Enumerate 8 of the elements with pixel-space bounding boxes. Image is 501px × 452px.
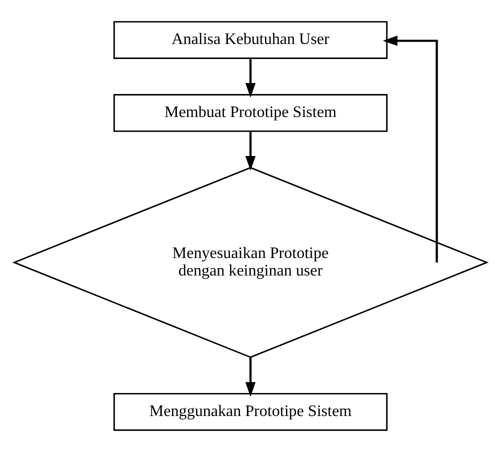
arrow (382, 36, 438, 262)
arrow (245, 131, 256, 171)
node-box: Membuat Prototipe Sistem (113, 94, 388, 132)
arrow (245, 358, 256, 397)
node-diamond: Menyesuaikan Prototipe dengan keinginan user (12, 166, 489, 358)
node-box: Menggunakan Prototipe Sistem (113, 392, 388, 431)
node-box: Analisa Kebutuhan User (113, 21, 388, 60)
arrow (245, 58, 256, 98)
